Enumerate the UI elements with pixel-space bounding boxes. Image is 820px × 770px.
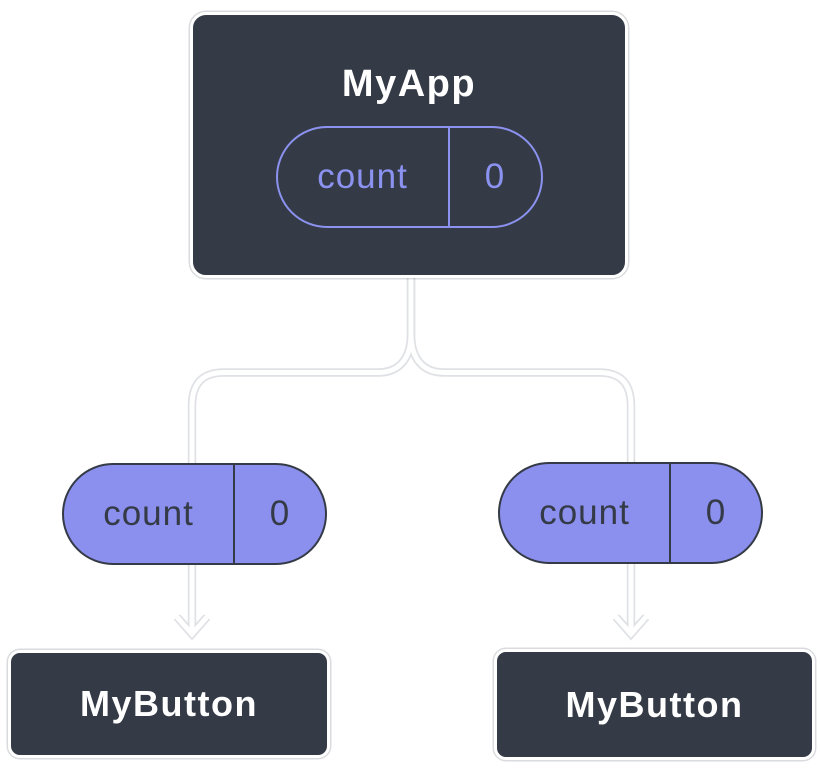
prop-pill-label-right: count [500, 464, 671, 562]
component-title-mybutton-left: MyButton [80, 683, 258, 724]
prop-pill-value-right: 0 [705, 493, 727, 532]
prop-pill-count-right: count 0 [498, 462, 763, 564]
arrow-down-icon-left [175, 615, 209, 638]
component-title-myapp: MyApp [341, 63, 477, 105]
prop-pill-value-left: 0 [269, 494, 291, 533]
prop-pill-count-left: count 0 [62, 463, 327, 565]
state-pill-value: 0 [484, 157, 506, 196]
prop-pill-label-left: count [64, 465, 235, 563]
state-pill-count: count 0 [275, 126, 543, 228]
component-box-mybutton-right: MyButton [494, 649, 815, 760]
connector-branch-left [189, 278, 414, 466]
component-box-mybutton-left: MyButton [8, 650, 330, 758]
component-title-mybutton-right: MyButton [565, 683, 744, 725]
connector-strokes [175, 278, 648, 638]
component-box-myapp: MyApp count 0 [190, 12, 628, 278]
state-pill-label: count [278, 128, 450, 226]
arrow-down-icon-right [614, 615, 648, 638]
connector-branch-right [408, 278, 634, 466]
